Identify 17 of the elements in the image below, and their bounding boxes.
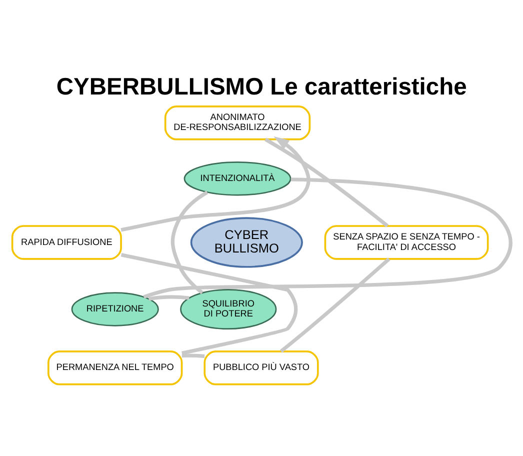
diagram-title: CYBERBULLISMO Le caratteristiche [56, 72, 467, 100]
arrow [120, 136, 310, 232]
node-ellipse: RIPETIZIONE [71, 292, 159, 326]
node-box: SENZA SPAZIO E SENZA TEMPO - FACILITA' DI ACCESSO [324, 224, 489, 260]
connector [148, 294, 190, 300]
node-box: RAPIDA DIFFUSIONE [11, 224, 122, 260]
node-ellipse: SQUILIBRIO DI POTERE [180, 288, 277, 329]
node-box: ANONIMATO DE-RESPONSABILIZZAZIONE [164, 105, 311, 140]
node-box: PUBBLICO PIÙ VASTO [204, 350, 319, 385]
connector [143, 177, 512, 298]
node-ellipse: CYBER BULLISMO [190, 216, 303, 268]
connector [182, 353, 205, 358]
connector [264, 137, 389, 227]
node-ellipse: INTENZIONALITÀ [184, 161, 292, 196]
node-box: PERMANENZA NEL TEMPO [47, 350, 183, 385]
connector [120, 252, 298, 354]
connector [170, 190, 208, 294]
